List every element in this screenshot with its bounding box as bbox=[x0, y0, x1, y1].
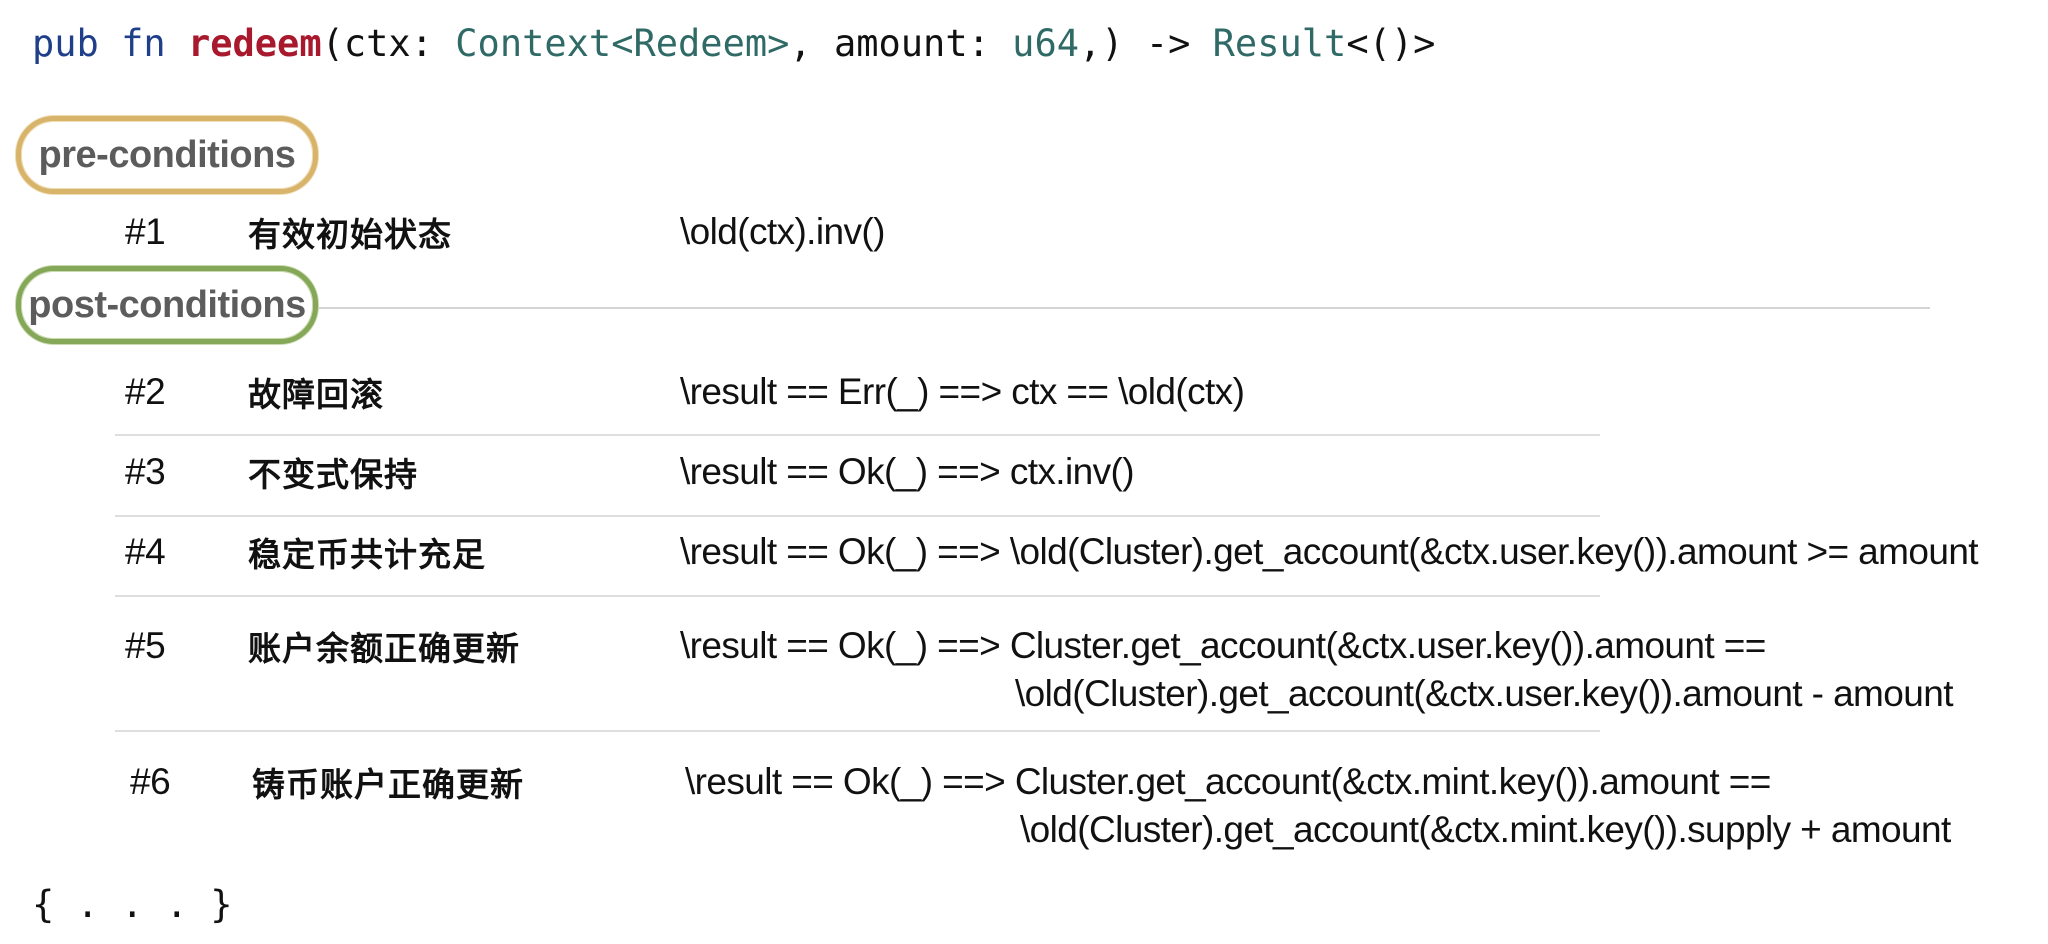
condition-formula-continued: \old(Cluster).get_account(&ctx.mint.key(… bbox=[1020, 809, 1951, 850]
condition-formula: \result == Ok(_) ==> \old(Cluster).get_a… bbox=[680, 531, 1979, 572]
condition-label: 稳定币共计充足 bbox=[248, 535, 486, 574]
ctx-type: Context<Redeem> bbox=[455, 22, 790, 65]
function-body-ellipsis: { . . . } bbox=[32, 883, 233, 926]
condition-id: #2 bbox=[125, 371, 166, 412]
pre-conditions-badge: pre-conditions bbox=[16, 116, 318, 194]
condition-formula: \result == Ok(_) ==> ctx.inv() bbox=[680, 451, 1135, 492]
condition-formula: \result == Ok(_) ==> Cluster.get_account… bbox=[680, 625, 1766, 666]
condition-formula: \result == Ok(_) ==> Cluster.get_account… bbox=[685, 761, 1771, 802]
row-divider bbox=[115, 434, 1600, 436]
keyword-fn: fn bbox=[121, 22, 166, 65]
post-conditions-badge: post-conditions bbox=[16, 266, 318, 344]
return-type-params: <()> bbox=[1346, 22, 1436, 65]
condition-label: 铸币账户正确更新 bbox=[252, 765, 524, 804]
return-type: Result bbox=[1212, 22, 1347, 65]
row-divider bbox=[115, 515, 1600, 517]
param-amount: , amount: bbox=[789, 22, 1013, 65]
condition-id: #4 bbox=[125, 531, 166, 572]
condition-label: 账户余额正确更新 bbox=[248, 629, 520, 668]
row-divider bbox=[115, 730, 1600, 732]
return-arrow: ,) -> bbox=[1079, 22, 1213, 65]
condition-label: 故障回滚 bbox=[248, 375, 384, 414]
condition-label: 不变式保持 bbox=[248, 455, 418, 494]
condition-id: #5 bbox=[125, 625, 166, 666]
post-conditions-divider bbox=[300, 307, 1930, 309]
post-conditions-label: post-conditions bbox=[28, 283, 306, 326]
condition-id: #3 bbox=[125, 451, 166, 492]
condition-formula-continued: \old(Cluster).get_account(&ctx.user.key(… bbox=[1015, 673, 1953, 714]
condition-formula: \old(ctx).inv() bbox=[680, 211, 885, 252]
function-name: redeem bbox=[187, 22, 322, 65]
param-ctx: (ctx: bbox=[321, 22, 456, 65]
condition-id: #1 bbox=[125, 211, 166, 252]
condition-formula: \result == Err(_) ==> ctx == \old(ctx) bbox=[680, 371, 1245, 412]
row-divider bbox=[115, 595, 1600, 597]
pre-conditions-label: pre-conditions bbox=[38, 133, 296, 176]
keyword-pub: pub bbox=[32, 22, 99, 65]
condition-label: 有效初始状态 bbox=[248, 215, 452, 254]
amount-type: u64 bbox=[1012, 22, 1079, 65]
condition-id: #6 bbox=[130, 761, 171, 802]
function-signature: pub fn redeem(ctx: Context<Redeem>, amou… bbox=[32, 14, 1435, 74]
